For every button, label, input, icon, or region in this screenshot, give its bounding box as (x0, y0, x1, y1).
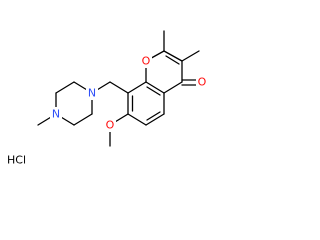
bond-c2-c3-inner (165, 55, 180, 65)
piperazine-nitrogen-4-label: N (52, 108, 60, 121)
bond-c3-methyl (181, 50, 200, 62)
bond-c2-c3 (163, 50, 183, 62)
hcl-salt-label: HCl (7, 154, 26, 167)
ring-oxygen-label: O (142, 55, 151, 68)
molecule-structure: O O O N N HCl (7, 30, 208, 167)
atom-labels: O O O N N HCl (7, 54, 208, 167)
bond-c4a-c8a-inner (146, 86, 161, 96)
bond-c7-c6 (127, 113, 147, 126)
carbonyl-oxygen-label: O (198, 76, 207, 89)
bond-c6-c5-inner (146, 111, 161, 121)
bonds (37, 30, 200, 147)
bond-cc-cd (73, 113, 93, 126)
piperazine-nitrogen-1-label: N (88, 87, 96, 100)
methoxy-oxygen-label: O (106, 119, 115, 132)
bond-ca-cb (55, 81, 75, 94)
bond-c8a-c8 (127, 81, 147, 94)
bond-c4-c4a (163, 81, 183, 94)
bond-c6-c5 (145, 113, 165, 126)
bond-c4a-c8a (145, 81, 165, 94)
bond-c8-ch2 (109, 81, 129, 94)
